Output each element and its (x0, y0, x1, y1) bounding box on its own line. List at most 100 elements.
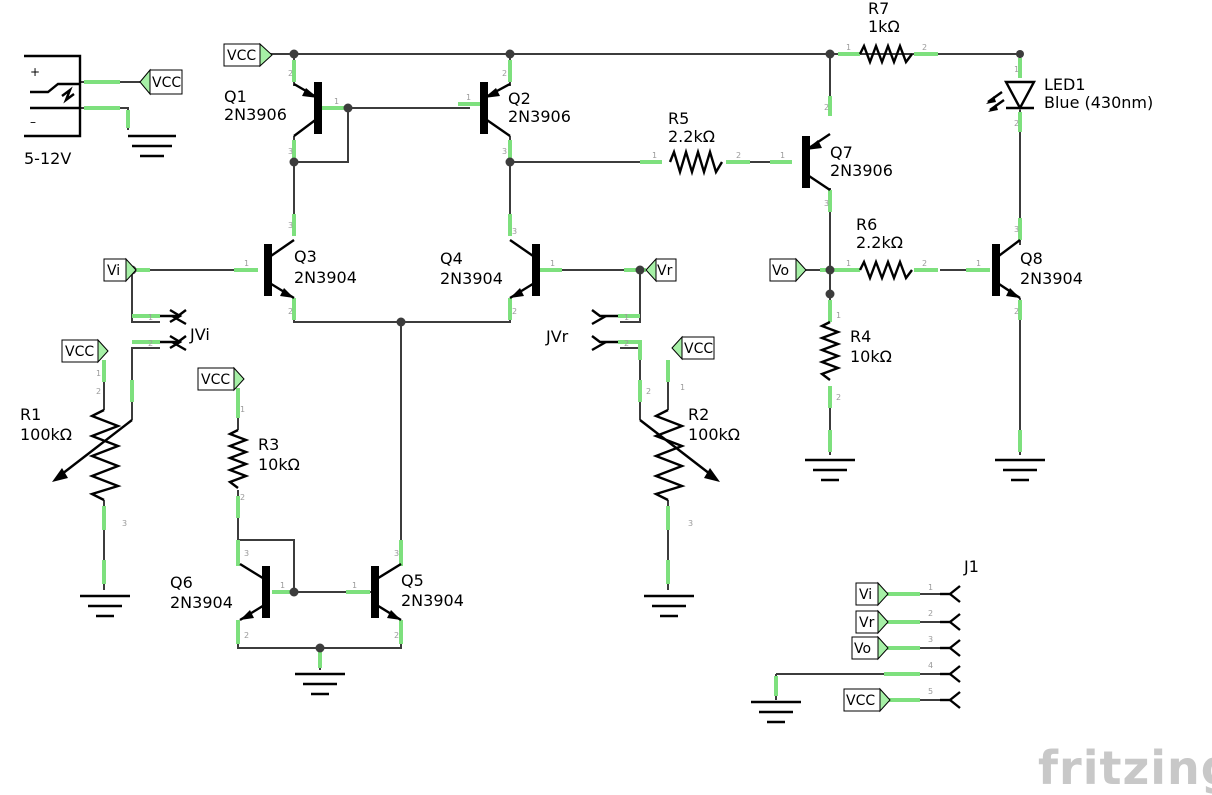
svg-text:2: 2 (96, 387, 101, 396)
svg-text:2: 2 (646, 387, 651, 396)
transistor-q2 (480, 82, 511, 137)
svg-text:2: 2 (394, 631, 399, 640)
q1-ref: Q1 (224, 87, 247, 106)
q6-part: 2N3904 (170, 593, 233, 612)
svg-text:2: 2 (1014, 119, 1019, 128)
r4-ref: R4 (850, 327, 871, 346)
ground-icon (80, 594, 130, 618)
transistor-q7 (802, 133, 831, 191)
transistor-q1 (293, 82, 322, 137)
svg-text:VCC: VCC (684, 341, 713, 357)
net-label-vr: Vr (645, 257, 677, 283)
q3-part: 2N3904 (294, 268, 357, 287)
svg-text:1: 1 (466, 93, 471, 102)
svg-text:1: 1 (352, 581, 357, 590)
svg-text:2: 2 (288, 307, 293, 316)
net-label-vo: Vo (769, 257, 807, 283)
svg-text:2: 2 (240, 493, 245, 502)
svg-text:1: 1 (1014, 65, 1019, 74)
q7-part: 2N3906 (830, 161, 893, 180)
transistor-q6 (239, 562, 270, 622)
svg-text:3: 3 (688, 519, 693, 528)
transistor-q8 (992, 239, 1021, 299)
resistor-r7 (858, 42, 913, 66)
resistor-r6 (858, 258, 913, 282)
svg-text:1: 1 (334, 97, 339, 106)
r2-value: 100kΩ (688, 425, 740, 444)
svg-text:VCC: VCC (227, 48, 256, 64)
q2-part: 2N3906 (508, 107, 571, 126)
jvr-ref: JVr (545, 327, 569, 346)
net-label-vcc: VCC (671, 335, 715, 361)
net-label-vi: Vi (855, 581, 889, 607)
svg-text:1: 1 (976, 259, 981, 268)
supply-plus: + (30, 65, 40, 79)
jvi-ref: JVi (189, 325, 210, 344)
q6-ref: Q6 (170, 573, 193, 592)
resistor-r5 (668, 147, 724, 177)
q4-part: 2N3904 (440, 269, 503, 288)
svg-text:3: 3 (394, 549, 399, 558)
svg-text:1: 1 (928, 583, 933, 592)
q4-ref: Q4 (440, 249, 463, 268)
svg-text:1: 1 (280, 581, 285, 590)
svg-text:1: 1 (846, 43, 851, 52)
q5-ref: Q5 (401, 571, 424, 590)
svg-text:Vo: Vo (854, 641, 871, 657)
svg-text:2: 2 (244, 631, 249, 640)
svg-text:1: 1 (148, 313, 153, 322)
svg-text:2: 2 (624, 339, 629, 348)
svg-text:1: 1 (550, 259, 555, 268)
svg-text:1: 1 (780, 151, 785, 160)
ground-icon (805, 458, 855, 482)
r1-ref: R1 (20, 405, 41, 424)
q2-ref: Q2 (508, 89, 531, 108)
svg-text:Vr: Vr (657, 263, 673, 279)
svg-text:1: 1 (244, 259, 249, 268)
ground-icon (644, 594, 694, 618)
resistor-r4 (818, 320, 842, 381)
r5-value: 2.2kΩ (668, 127, 715, 146)
svg-text:2: 2 (502, 69, 507, 78)
r2-ref: R2 (688, 405, 709, 424)
svg-text:3: 3 (1014, 225, 1019, 234)
svg-text:1: 1 (836, 311, 841, 320)
svg-text:Vr: Vr (859, 615, 875, 631)
svg-text:2: 2 (824, 103, 829, 112)
ground-icon (751, 700, 801, 724)
net-label-vr: Vr (855, 609, 889, 635)
q3-ref: Q3 (294, 247, 317, 266)
svg-text:Vi: Vi (859, 587, 872, 603)
j1-ref: J1 (963, 557, 979, 576)
svg-text:3: 3 (288, 147, 293, 156)
svg-text:5: 5 (928, 687, 933, 696)
potentiometer-r2 (639, 408, 720, 502)
r7-ref: R7 (868, 0, 889, 18)
transistor-q4 (509, 239, 540, 300)
header-j1 (940, 585, 961, 709)
fritzing-logo: fritzing (1038, 741, 1212, 795)
svg-text:3: 3 (122, 519, 127, 528)
svg-text:3: 3 (824, 199, 829, 208)
q7-ref: Q7 (830, 143, 853, 162)
ground-icon (295, 672, 345, 696)
svg-text:1: 1 (240, 405, 245, 414)
svg-text:3: 3 (288, 221, 293, 230)
net-label-vcc: VCC (223, 42, 273, 68)
svg-text:1: 1 (846, 259, 851, 268)
svg-text:1: 1 (680, 383, 685, 392)
q5-part: 2N3904 (401, 591, 464, 610)
svg-text:4: 4 (928, 661, 933, 670)
resistor-r3 (226, 428, 250, 489)
svg-text:2: 2 (928, 609, 933, 618)
svg-text:3: 3 (928, 635, 933, 644)
q8-ref: Q8 (1020, 249, 1043, 268)
led-diode (986, 80, 1037, 112)
svg-text:3: 3 (502, 147, 507, 156)
svg-text:VCC: VCC (201, 372, 230, 388)
jumper-jvr (591, 309, 618, 352)
transistor-q5 (371, 562, 402, 622)
supply-voltage: 5-12V (24, 149, 71, 168)
component-labels: Q1 2N3906 Q2 2N3906 Q3 2N3904 Q4 2N3904 … (20, 0, 1153, 612)
